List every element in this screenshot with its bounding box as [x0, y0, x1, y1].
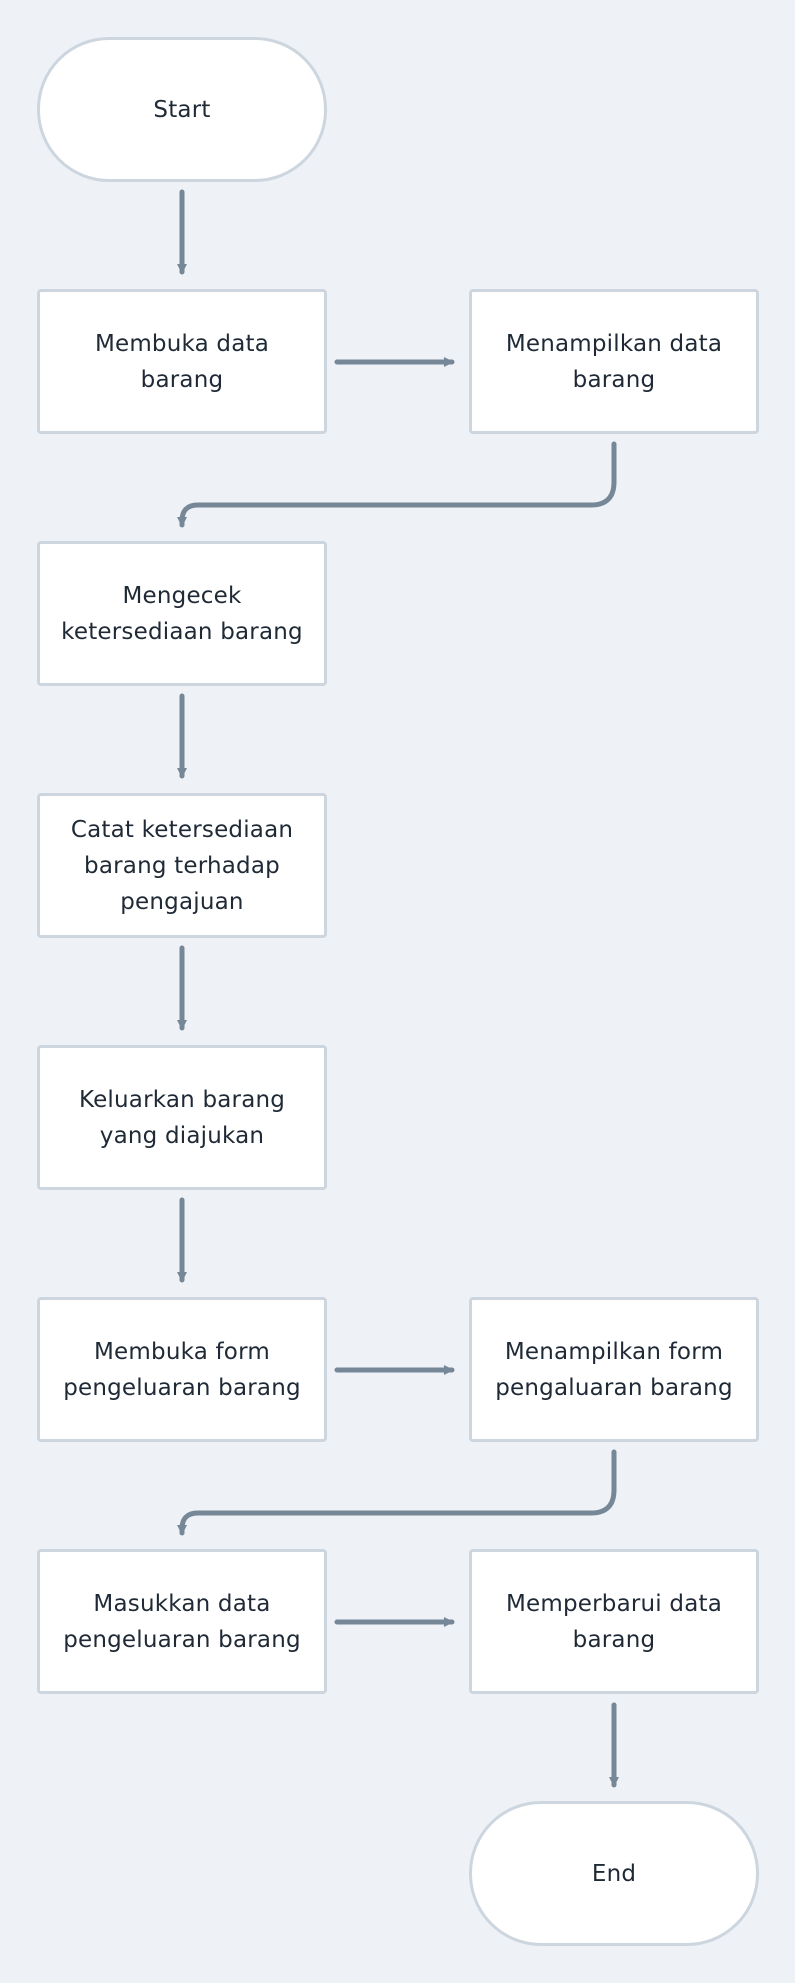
edge-show-form-to-enter-data: [177, 1449, 617, 1536]
process-check-stock: Mengecek ketersediaan barang: [37, 541, 327, 686]
process-show-data: Menampilkan data barang: [469, 289, 759, 434]
start-node: Start: [37, 37, 327, 182]
edge-show-data-to-check-stock: [177, 441, 617, 528]
process-release-items-label: Keluarkan barang yang diajukan: [78, 1086, 286, 1149]
process-check-stock-label: Mengecek ketersediaan barang: [61, 582, 303, 645]
process-record-stock: Catat ketersediaan barang terhadap penga…: [37, 793, 327, 938]
process-show-data-label: Menampilkan data barang: [505, 330, 723, 393]
process-open-data: Membuka data barang: [37, 289, 327, 434]
process-enter-data-label: Masukkan data pengeluaran barang: [63, 1590, 301, 1653]
process-record-stock-label: Catat ketersediaan barang terhadap penga…: [70, 816, 294, 915]
process-update-data: Memperbarui data barang: [469, 1549, 759, 1694]
process-open-form-label: Membuka form pengeluaran barang: [63, 1338, 301, 1401]
process-show-form: Menampilkan form pengaluaran barang: [469, 1297, 759, 1442]
start-node-label: Start: [153, 96, 211, 123]
process-enter-data: Masukkan data pengeluaran barang: [37, 1549, 327, 1694]
process-update-data-label: Memperbarui data barang: [505, 1590, 723, 1653]
end-node: End: [469, 1801, 759, 1946]
end-node-label: End: [591, 1860, 637, 1887]
process-open-form: Membuka form pengeluaran barang: [37, 1297, 327, 1442]
process-release-items: Keluarkan barang yang diajukan: [37, 1045, 327, 1190]
process-show-form-label: Menampilkan form pengaluaran barang: [495, 1338, 733, 1401]
process-open-data-label: Membuka data barang: [94, 330, 270, 393]
